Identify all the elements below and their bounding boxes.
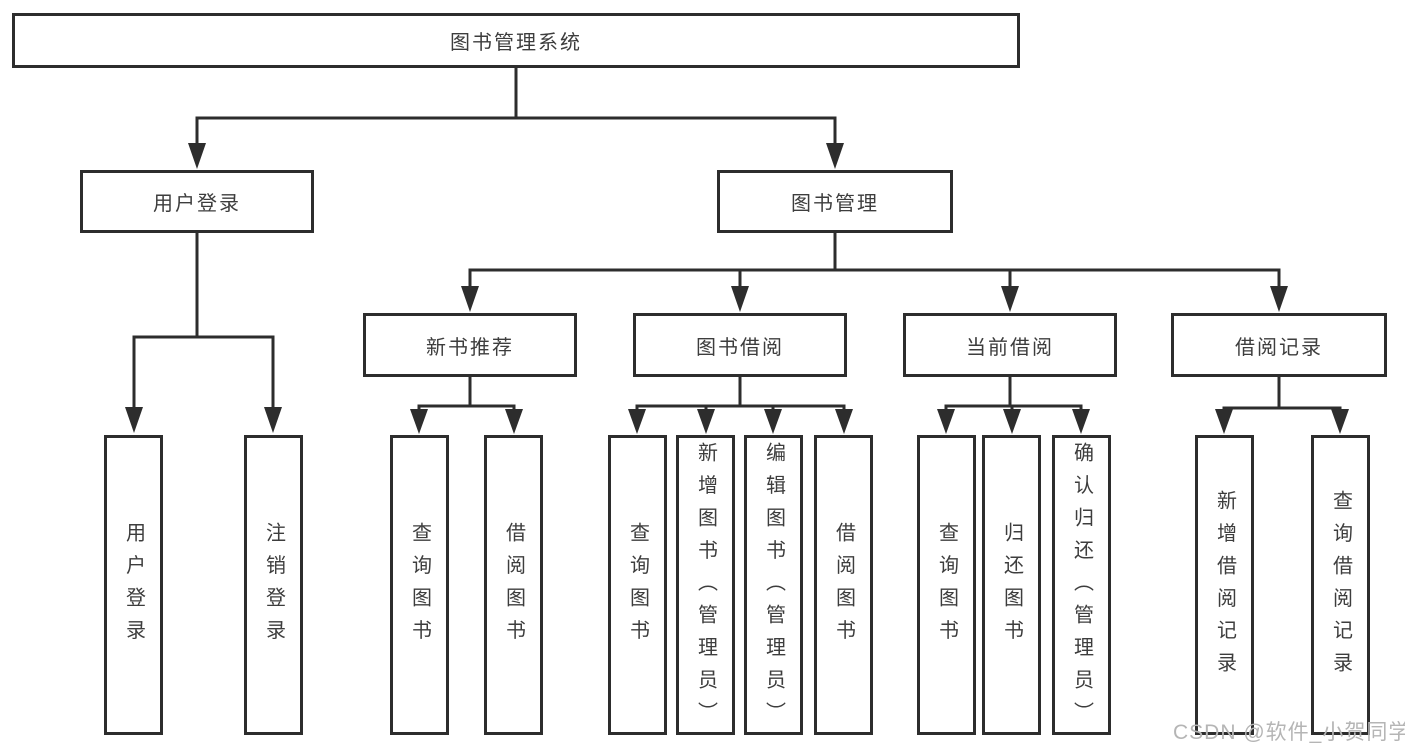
leaf-edit-book-admin: 编辑图书（管理员） bbox=[744, 435, 803, 735]
arrowheads-new-book-recommend bbox=[410, 409, 523, 434]
node-current-borrow: 当前借阅 bbox=[903, 313, 1117, 377]
leaf-query-books-current: 查询图书 bbox=[917, 435, 976, 735]
leaf-logout: 注销登录 bbox=[244, 435, 303, 735]
arrowheads-user-login-children bbox=[125, 407, 282, 433]
edge-book-borrow-children bbox=[635, 377, 846, 414]
arrowheads-level2 bbox=[188, 143, 844, 169]
edge-user-login-children bbox=[132, 233, 275, 412]
leaf-borrow-books-recommend: 借阅图书 bbox=[484, 435, 543, 735]
node-borrow-records: 借阅记录 bbox=[1171, 313, 1387, 377]
node-root-system: 图书管理系统 bbox=[12, 13, 1020, 68]
arrowheads-level3 bbox=[461, 286, 1288, 312]
edge-new-book-recommend-children bbox=[417, 377, 516, 414]
leaf-query-books-recommend: 查询图书 bbox=[390, 435, 449, 735]
leaf-add-borrow-record: 新增借阅记录 bbox=[1195, 435, 1254, 735]
leaf-query-borrow-record: 查询借阅记录 bbox=[1311, 435, 1370, 735]
leaf-query-books-borrow: 查询图书 bbox=[608, 435, 667, 735]
edge-root-to-level2 bbox=[195, 68, 837, 148]
node-user-login: 用户登录 bbox=[80, 170, 314, 233]
edge-borrow-records-children bbox=[1222, 377, 1342, 414]
leaf-return-books: 归还图书 bbox=[982, 435, 1041, 735]
leaf-user-login: 用户登录 bbox=[104, 435, 163, 735]
arrowheads-borrow-records bbox=[1215, 409, 1349, 434]
leaf-confirm-return-admin: 确认归还（管理员） bbox=[1052, 435, 1111, 735]
node-new-book-recommend: 新书推荐 bbox=[363, 313, 577, 377]
edge-current-borrow-children bbox=[944, 377, 1083, 414]
csdn-watermark: CSDN @软件_小贺同学 bbox=[1173, 721, 1405, 744]
arrowheads-book-borrow bbox=[628, 409, 853, 434]
arrowheads-current-borrow bbox=[937, 409, 1090, 434]
node-book-borrow: 图书借阅 bbox=[633, 313, 847, 377]
node-book-management: 图书管理 bbox=[717, 170, 953, 233]
leaf-borrow-books: 借阅图书 bbox=[814, 435, 873, 735]
leaf-add-book-admin: 新增图书（管理员） bbox=[676, 435, 735, 735]
edge-book-management-children bbox=[468, 233, 1281, 290]
